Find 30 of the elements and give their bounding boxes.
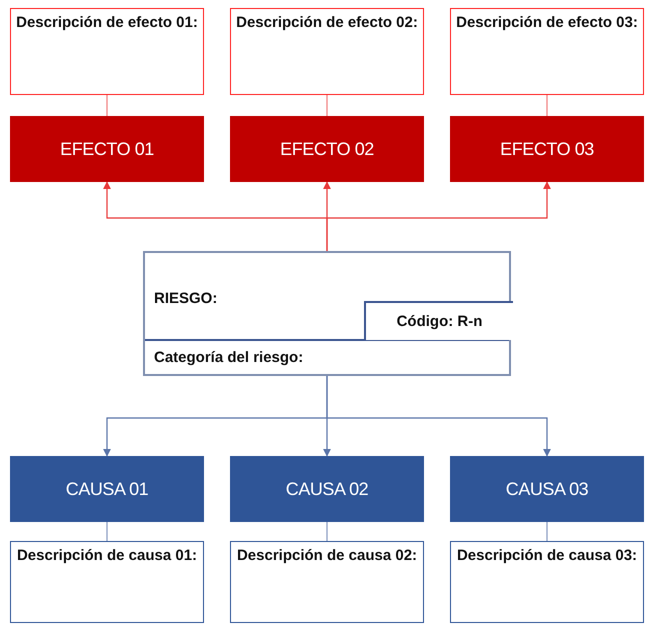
cause-box (10, 456, 204, 522)
description-label: Descripción de causa 03: (456, 546, 638, 566)
box-title: EFECTO 02 (280, 138, 374, 160)
box-title: CAUSA 02 (286, 478, 368, 500)
cause-box (450, 456, 644, 522)
box-title: CAUSA 03 (506, 478, 588, 500)
cause-description-box (230, 541, 424, 623)
cause-description-box (450, 541, 644, 623)
description-label: Descripción de efecto 02: (235, 13, 419, 33)
cause-description-box (10, 541, 204, 623)
description-label: Descripción de causa 01: (16, 546, 198, 566)
description-label: Descripción de efecto 03: (455, 13, 639, 33)
effect-box (450, 116, 644, 182)
risk-label: RIESGO: (154, 289, 218, 309)
cause-box (230, 456, 424, 522)
risk-card (143, 251, 511, 376)
connector-arrow (326, 376, 551, 457)
description-label: Descripción de efecto 01: (15, 13, 199, 33)
effect-description-box (450, 8, 644, 95)
box-title: CAUSA 01 (66, 478, 148, 500)
code-box (364, 301, 513, 340)
description-label: Descripción de causa 02: (236, 546, 418, 566)
connector-arrow (326, 181, 551, 251)
effect-box (10, 116, 204, 182)
description-label: Código: R-n (396, 312, 484, 332)
effect-box (230, 116, 424, 182)
effect-description-box (230, 8, 424, 95)
effect-description-box (10, 8, 204, 95)
box-title: EFECTO 03 (500, 138, 594, 160)
box-title: EFECTO 01 (60, 138, 154, 160)
